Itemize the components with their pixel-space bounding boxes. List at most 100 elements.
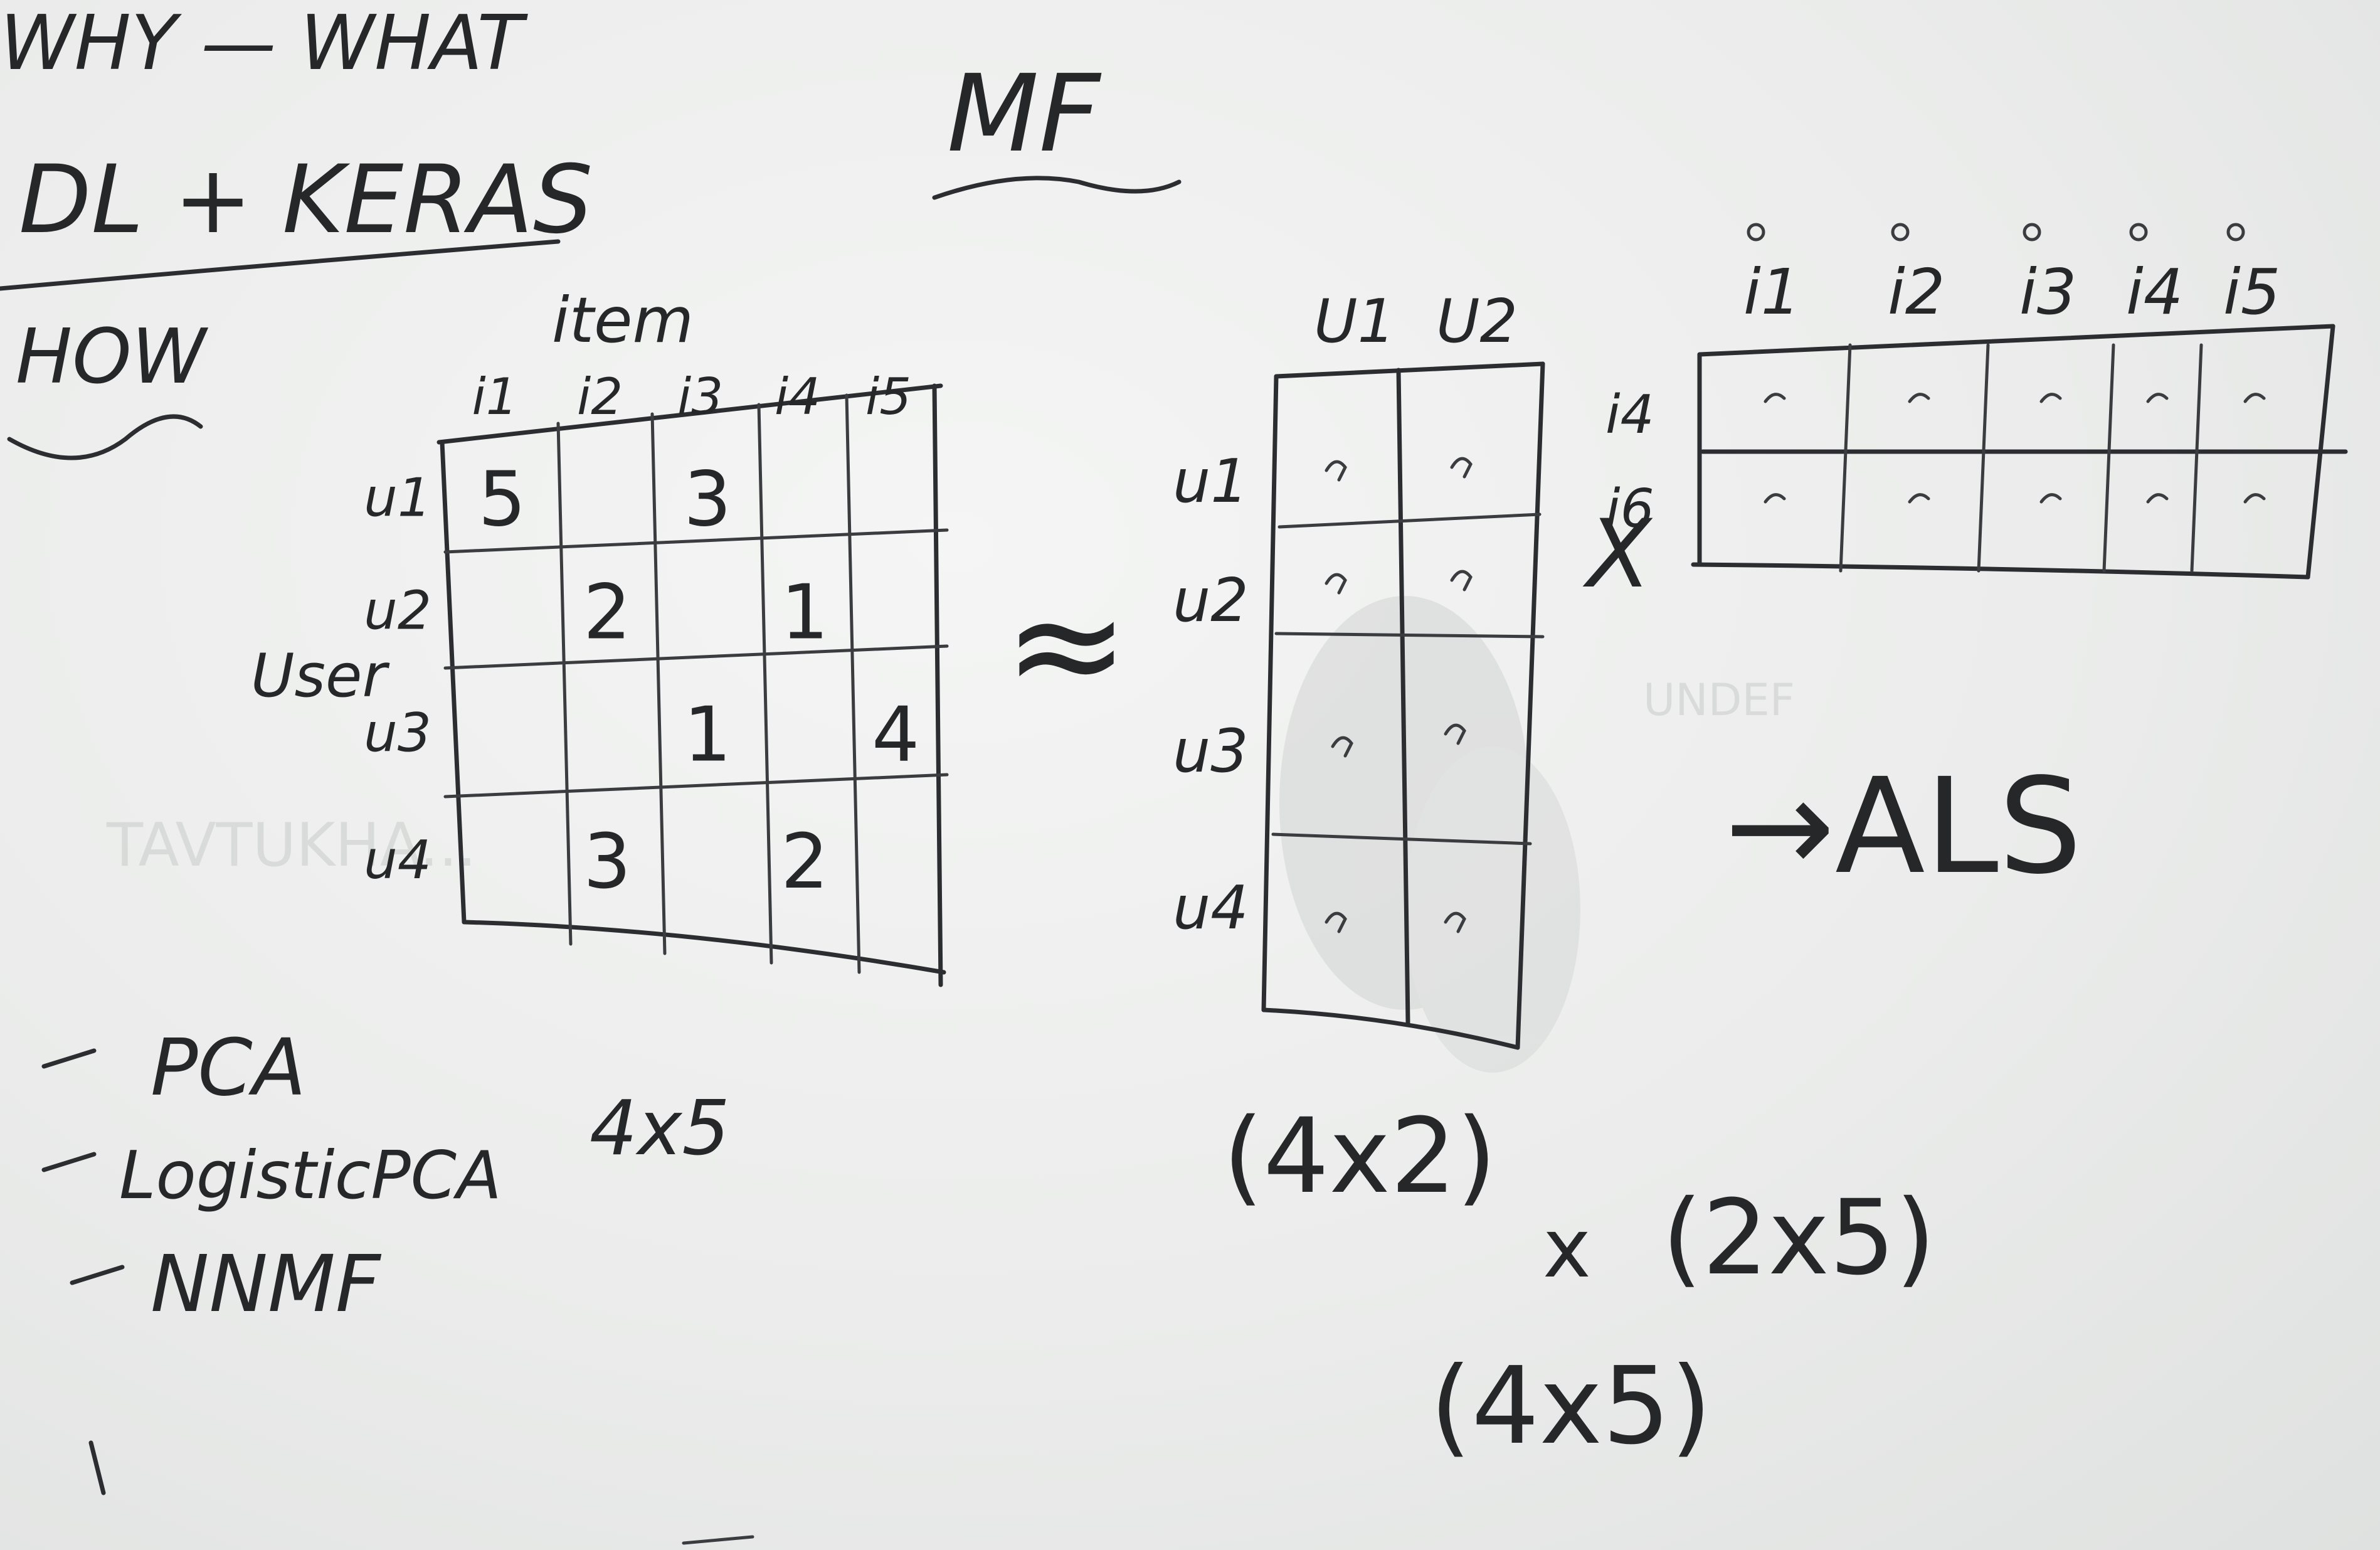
ghost-text-2: UNDEF [1643, 674, 1795, 726]
method-item: LogisticPCA [119, 1137, 502, 1214]
dl-keras-text: DL + KERAS [19, 146, 593, 255]
dims-result: (4x5) [1430, 1344, 1712, 1468]
matrix-column-line [650, 412, 667, 955]
method-item: PCA [151, 1022, 306, 1113]
rating-dims: 4x5 [590, 1085, 730, 1172]
if-cell-mark [2243, 493, 2266, 504]
mf-header: MF [932, 52, 1182, 200]
uf-row-label: u4 [1173, 874, 1249, 943]
user-label: User [251, 642, 389, 711]
if-row-label: i4 [1605, 384, 1654, 446]
matrix-cell-value: 1 [781, 570, 828, 657]
matrix-cell-value: 4 [872, 692, 919, 779]
uf-middle-line [1396, 368, 1410, 1025]
uf-row-labels: u1 u2 u3 u4 [1173, 447, 1249, 943]
if-cell-mark [2039, 493, 2062, 504]
uf-row-label: u3 [1173, 717, 1249, 786]
matrix-cell-value: 1 [684, 692, 731, 779]
if-column-dot [2023, 223, 2041, 242]
matrix-bottom-border [462, 920, 946, 975]
if-column-line [1977, 343, 1990, 573]
method-bullet [70, 1265, 125, 1285]
uf-bottom-border [1261, 1007, 1520, 1050]
if-column-label: i1 [1743, 255, 1801, 329]
mf-underline [932, 176, 1182, 200]
matrix-row-label: u3 [364, 703, 431, 765]
stray-mark-2 [682, 1535, 754, 1545]
if-cells [1764, 393, 2266, 504]
if-cell-mark [1908, 393, 1930, 403]
matrix-row-line [443, 773, 949, 799]
if-cell-mark [1908, 493, 1930, 504]
if-bottom-border [1691, 562, 2310, 580]
dims-item-factors: (2x5) [1662, 1177, 1935, 1298]
if-cell-mark [2146, 393, 2169, 403]
method-bullet [41, 1048, 97, 1069]
if-column-lines [1839, 343, 2203, 573]
if-cell-mark [1764, 493, 1786, 504]
methods-list: PCA LogisticPCA NNMF [41, 1022, 502, 1330]
matrix-row-label: u2 [364, 580, 431, 642]
uf-column-label: U2 [1436, 287, 1518, 356]
matrix-grid-lines [443, 393, 949, 974]
divider-line [0, 239, 561, 291]
method-bullet [41, 1152, 97, 1172]
uf-cell-mark [1450, 457, 1473, 479]
matrix-right-border [932, 383, 943, 987]
how-underline [7, 414, 203, 460]
matrix-column-line [757, 403, 773, 965]
item-label: item [552, 284, 694, 357]
how-text: HOW [16, 314, 209, 401]
matrix-row-line [443, 528, 949, 554]
if-right-border [2305, 324, 2335, 580]
erased-smudges: TAVTUKHA... UNDEF [106, 596, 1795, 1073]
uf-row-label: u2 [1173, 566, 1249, 635]
matrix-cell-value: 2 [583, 570, 631, 657]
uf-cells [1325, 457, 1473, 933]
uf-cell-mark [1444, 911, 1466, 933]
uf-cell-mark [1331, 736, 1353, 758]
if-column-dot [1747, 223, 1765, 242]
matrix-cell-value: 3 [583, 819, 631, 906]
why-what-text: WHY — WHAT [0, 0, 529, 87]
user-factor-matrix: U1 U2 u1 u2 u3 u4 [1173, 287, 1545, 1050]
matrix-top-border [436, 383, 943, 445]
if-cell-mark [2243, 393, 2266, 403]
times-between-dims: x [1543, 1201, 1591, 1296]
matrix-row-label: u4 [364, 829, 431, 891]
if-column-label: i5 [2223, 255, 2280, 329]
matrix-left-border [440, 440, 467, 925]
if-column-label: i2 [1888, 255, 1945, 329]
if-column-dot [2226, 223, 2245, 242]
stray-mark [88, 1440, 106, 1495]
uf-row-line [1274, 632, 1545, 639]
uf-right-border [1515, 361, 1545, 1050]
if-cell-mark [1764, 393, 1786, 403]
times-symbol: X [1582, 500, 1653, 609]
uf-row-label: u1 [1173, 447, 1249, 516]
if-column-dot [2129, 223, 2148, 242]
uf-cell-mark [1325, 460, 1347, 482]
matrix-cell-value: 5 [479, 457, 526, 544]
matrix-column-label: i1 [472, 368, 518, 426]
matrix-column-label: i2 [577, 368, 623, 426]
method-item: NNMF [151, 1239, 382, 1330]
if-column-dot [1891, 223, 1910, 242]
uf-row-line [1277, 512, 1542, 529]
matrix-column-label: i5 [865, 368, 911, 426]
matrix-cell-value: 3 [684, 457, 731, 544]
uf-cell-mark [1450, 570, 1473, 592]
uf-row-line [1271, 832, 1532, 846]
if-column-line [1839, 343, 1852, 573]
if-cell-mark [2039, 393, 2062, 403]
uf-cell-mark [1325, 911, 1347, 933]
if-cell-mark [2146, 493, 2169, 504]
uf-column-label: U1 [1314, 287, 1395, 356]
uf-column-labels: U1 U2 [1314, 287, 1518, 356]
if-column-label: i4 [2126, 255, 2183, 329]
